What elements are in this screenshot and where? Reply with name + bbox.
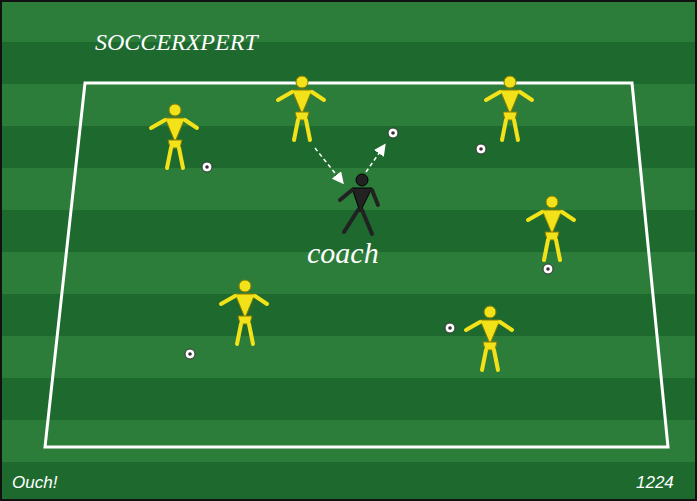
drill-number: 1224 bbox=[636, 474, 674, 491]
coach-label: coach bbox=[307, 238, 379, 268]
drill-name: Ouch! bbox=[12, 474, 57, 491]
coach-figure bbox=[340, 174, 378, 234]
logo-text: SOCCERXPERT bbox=[95, 30, 258, 54]
